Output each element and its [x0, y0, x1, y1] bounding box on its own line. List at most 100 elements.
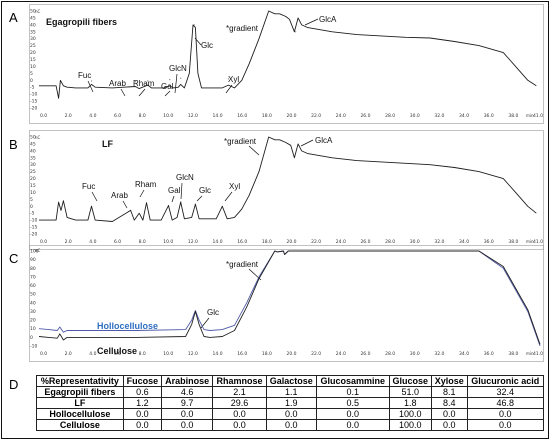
y-tick-label: 20 [30, 318, 36, 324]
x-tick-label: 38.0 [508, 113, 518, 119]
x-tick-label: 14.0 [213, 113, 223, 119]
x-tick-label: 12.0 [188, 351, 198, 357]
peak-point-glcn [180, 77, 182, 79]
peak-point-fuc [90, 205, 93, 207]
x-tick-label: 38.0 [508, 239, 518, 245]
x-tick-label: 4.0 [89, 113, 96, 119]
column-header: Arabinose [161, 375, 214, 387]
table-cell: 100.0 [388, 408, 432, 420]
x-tick-label: 26.0 [360, 113, 370, 119]
label-fuc: Fuc [82, 182, 95, 191]
x-tick-label: 18.0 [262, 113, 272, 119]
x-tick-label: 34.0 [459, 351, 469, 357]
label-glc: Glc [207, 308, 219, 317]
y-tick-label: -5 [30, 85, 35, 91]
label-xyl: Xyl [228, 75, 239, 84]
y-tick-label: 50 [30, 135, 36, 141]
arrow-glcn [174, 73, 178, 94]
y-tick-label: 10 [30, 64, 36, 70]
peak-point-xyl [221, 205, 223, 207]
arrow-glca [304, 18, 319, 26]
x-tick-label: 0.0 [40, 113, 47, 119]
y-tick-label: 45 [30, 15, 36, 21]
y-tick-label: 35 [30, 29, 36, 35]
label-fuc: Fuc [78, 71, 91, 80]
row-label: Egagropili fibers [36, 386, 124, 398]
x-tick-label: 4.0 [89, 351, 96, 357]
series-line-hollocellulose [38, 250, 541, 347]
label-gradient: *gradient [226, 24, 259, 33]
x-tick-label: 41.0 [533, 113, 543, 119]
x-tick-label: 18.0 [262, 351, 272, 357]
y-tick-label: -10 [30, 92, 37, 98]
table-cell: 46.8 [466, 397, 545, 409]
x-tick-label: 38.0 [508, 351, 518, 357]
table-cell: 32.4 [466, 386, 545, 398]
table-cell: 0.0 [122, 419, 163, 431]
x-tick-label: 41.0 [533, 351, 543, 357]
y-tick-label: 70 [30, 274, 36, 280]
y-tick-label: 5 [30, 71, 33, 77]
x-tick-label: 8.0 [139, 239, 146, 245]
table-cell: 8.1 [430, 386, 468, 398]
label-gal: Gal [168, 186, 181, 195]
x-tick-label: 36.0 [484, 239, 494, 245]
table-cell: 1.9 [265, 397, 317, 409]
chromatogram-lf: LF nC min Fuc Arab Rham Gal GlcN Glc Xyl… [29, 130, 544, 250]
table-cell: 0.0 [430, 408, 468, 420]
x-tick-label: 16.0 [237, 239, 247, 245]
x-tick-label: 32.0 [434, 113, 444, 119]
x-tick-label: 34.0 [459, 113, 469, 119]
x-tick-label: 0.0 [40, 351, 47, 357]
peak-point-arab [134, 81, 137, 83]
y-tick-label: -10 [30, 344, 37, 350]
y-units: nC [35, 9, 41, 14]
table-cell: 0.0 [466, 419, 545, 431]
x-tick-label: 30.0 [410, 351, 420, 357]
y-tick-label: 80 [30, 266, 36, 272]
x-tick-label: 16.0 [237, 113, 247, 119]
x-tick-label: 32.0 [434, 239, 444, 245]
x-tick-label: 22.0 [311, 239, 321, 245]
table-cell: 0.0 [212, 408, 267, 420]
table-cell: 8.4 [430, 397, 468, 409]
arrow-glc [196, 195, 203, 202]
y-tick-label: 20 [30, 176, 36, 182]
row-label: LF [36, 397, 124, 409]
arrow-gal [164, 90, 171, 97]
x-tick-label: 10.0 [163, 351, 173, 357]
x-tick-label: 30.0 [410, 239, 420, 245]
table-cell: 0.0 [265, 408, 317, 420]
y-tick-label: 5 [30, 197, 33, 203]
y-tick-label: 15 [30, 57, 36, 63]
column-header: %Representativity [36, 375, 124, 387]
x-tick-label: 28.0 [385, 239, 395, 245]
label-arab: Arab [109, 79, 126, 88]
x-tick-label: 14.0 [213, 239, 223, 245]
arrow-rham [138, 88, 146, 97]
panel-label-b: B [9, 137, 18, 152]
y-tick-label: 40 [30, 148, 36, 154]
x-tick-label: 41.0 [533, 239, 543, 245]
table-cell: 0.0 [161, 419, 214, 431]
x-tick-label: 2.0 [65, 113, 72, 119]
x-tick-label: 10.0 [163, 113, 173, 119]
peak-point-glc [194, 203, 196, 205]
label-xyl: Xyl [229, 182, 240, 191]
x-tick-label: 6.0 [114, 239, 121, 245]
label-glca: GlcA [315, 136, 333, 145]
peak-point-gal [167, 205, 170, 207]
table-cell: 0.0 [122, 408, 163, 420]
x-tick-label: 8.0 [139, 113, 146, 119]
panel-label-d: D [9, 377, 19, 392]
table-cell: 4.6 [161, 386, 214, 398]
plot-frame [29, 245, 544, 362]
arrow-fuc [91, 191, 98, 202]
arrow-gal [171, 195, 175, 203]
y-tick-label: 25 [30, 169, 36, 175]
chromatogram-egagropili: Egagropili fibers nC min Fuc Arab Rham G… [29, 4, 544, 124]
plot-frame [29, 4, 544, 124]
x-tick-label: 20.0 [287, 113, 297, 119]
